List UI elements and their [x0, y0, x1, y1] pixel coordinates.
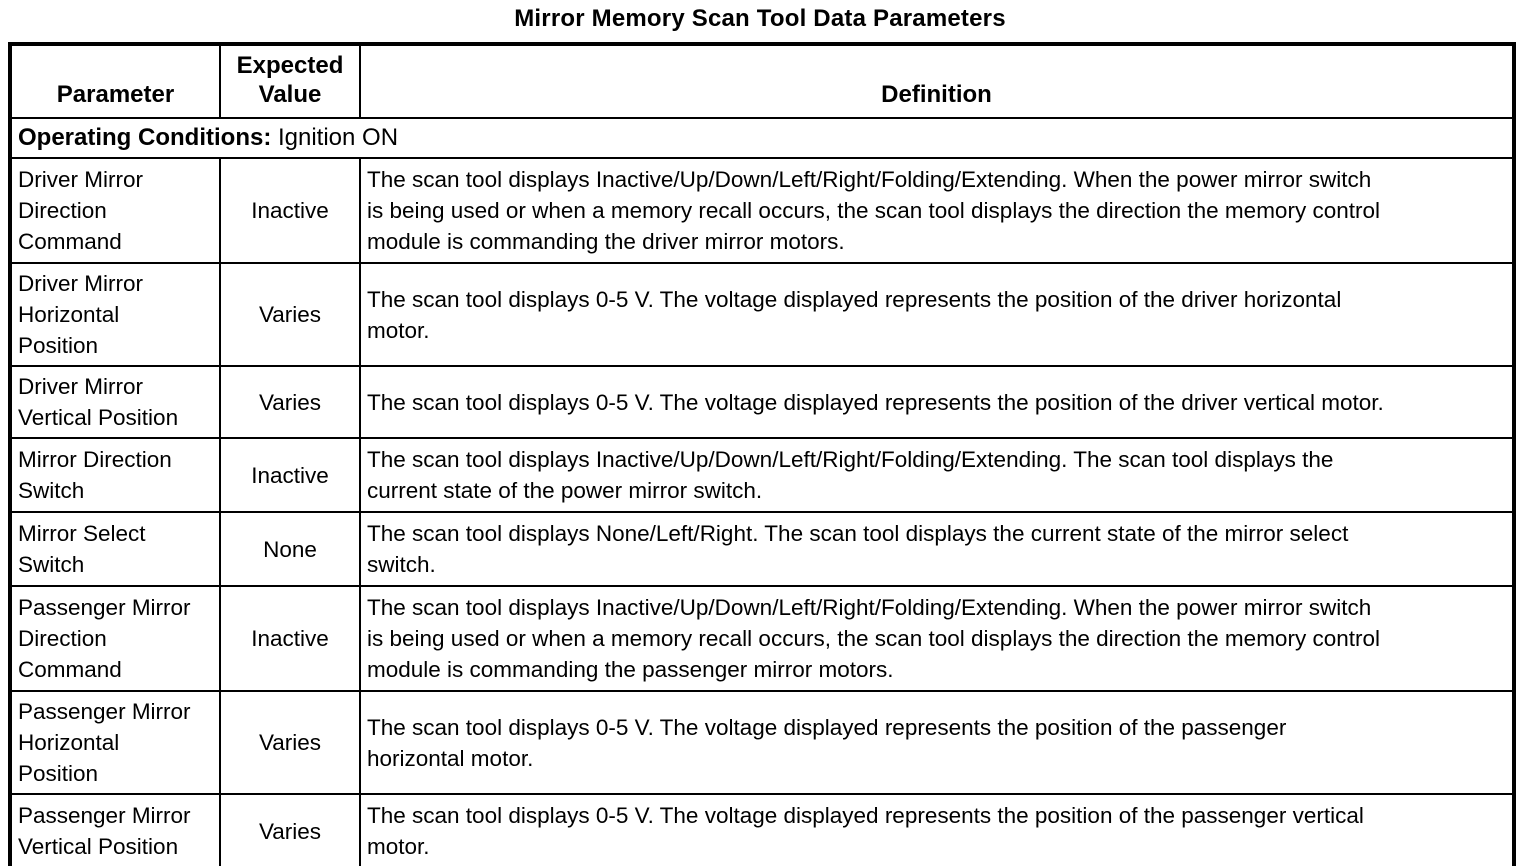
definition-cell: The scan tool displays None/Left/Right. …	[359, 511, 1515, 587]
expected-value-cell: Varies	[219, 365, 361, 439]
table-header-row: Parameter Expected Value Definition	[9, 43, 1515, 119]
expected-value-cell: Varies	[219, 793, 361, 866]
definition-cell: The scan tool displays Inactive/Up/Down/…	[359, 585, 1515, 692]
expected-value-cell: Inactive	[219, 585, 361, 692]
definition-cell: The scan tool displays Inactive/Up/Down/…	[359, 437, 1515, 513]
definition-cell: The scan tool displays 0-5 V. The voltag…	[359, 262, 1515, 367]
parameter-cell: Passenger Mirror Vertical Position	[9, 793, 221, 866]
page-title: Mirror Memory Scan Tool Data Parameters	[514, 5, 1006, 32]
definition-cell: The scan tool displays Inactive/Up/Down/…	[359, 157, 1515, 264]
parameter-cell: Driver Mirror Horizontal Position	[9, 262, 221, 367]
parameter-cell: Mirror Select Switch	[9, 511, 221, 587]
parameter-cell: Passenger Mirror Direction Command	[9, 585, 221, 692]
table-row: Driver Mirror Direction Command Inactive…	[9, 157, 1515, 264]
table-row: Passenger Mirror Direction Command Inact…	[9, 585, 1515, 692]
expected-value-cell: Varies	[219, 262, 361, 367]
parameter-cell: Driver Mirror Direction Command	[9, 157, 221, 264]
expected-value-cell: Inactive	[219, 157, 361, 264]
parameter-cell: Driver Mirror Vertical Position	[9, 365, 221, 439]
parameters-table: Parameter Expected Value Definition Oper…	[8, 42, 1516, 866]
definition-cell: The scan tool displays 0-5 V. The voltag…	[359, 365, 1515, 439]
table-row: Passenger Mirror Vertical Position Varie…	[9, 793, 1515, 866]
table-row: Mirror Select Switch None The scan tool …	[9, 511, 1515, 587]
operating-conditions-row: Operating Conditions: Ignition ON	[9, 117, 1515, 159]
operating-conditions-label: Operating Conditions:	[18, 124, 272, 151]
expected-value-cell: Varies	[219, 690, 361, 795]
col-header-expected-value: Expected Value	[219, 43, 361, 119]
col-header-parameter: Parameter	[9, 43, 221, 119]
table-body: Operating Conditions: Ignition ON Driver…	[9, 117, 1515, 866]
definition-cell: The scan tool displays 0-5 V. The voltag…	[359, 793, 1515, 866]
table-row: Driver Mirror Horizontal Position Varies…	[9, 262, 1515, 367]
operating-conditions-cell: Operating Conditions: Ignition ON	[9, 117, 1515, 159]
expected-value-cell: Inactive	[219, 437, 361, 513]
expected-value-cell: None	[219, 511, 361, 587]
parameter-cell: Mirror Direction Switch	[9, 437, 221, 513]
operating-conditions-value: Ignition ON	[271, 124, 399, 151]
table-row: Passenger Mirror Horizontal Position Var…	[9, 690, 1515, 795]
definition-cell: The scan tool displays 0-5 V. The voltag…	[359, 690, 1515, 795]
table-row: Driver Mirror Vertical Position Varies T…	[9, 365, 1515, 439]
parameter-cell: Passenger Mirror Horizontal Position	[9, 690, 221, 795]
col-header-definition: Definition	[359, 43, 1515, 119]
table-row: Mirror Direction Switch Inactive The sca…	[9, 437, 1515, 513]
